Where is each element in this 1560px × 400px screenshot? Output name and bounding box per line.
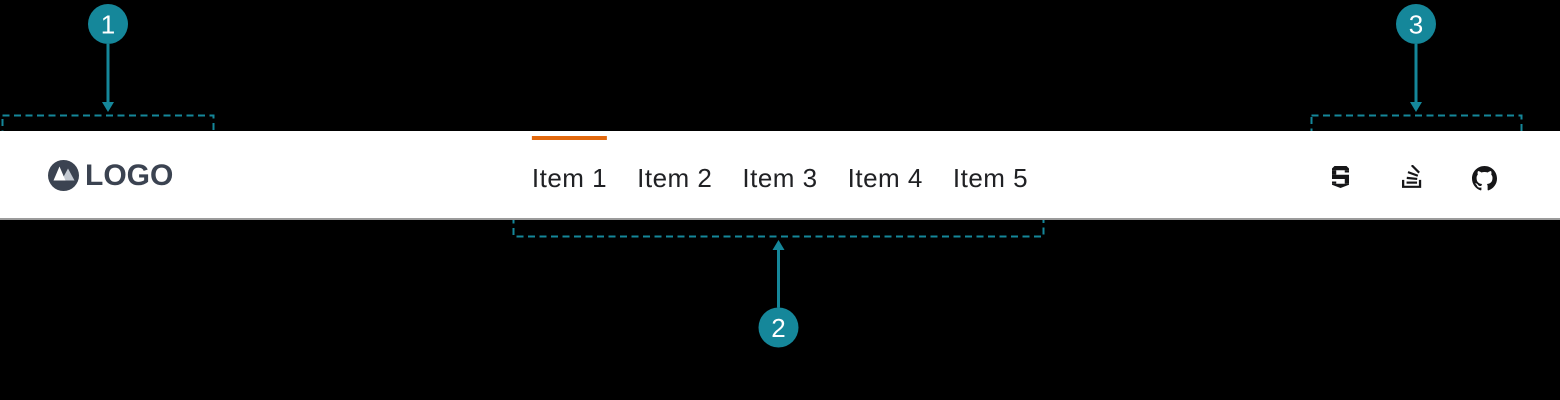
brand-text: LOGO — [85, 159, 174, 192]
stackoverflow-icon[interactable] — [1399, 133, 1425, 220]
annotation-badge-3 — [1396, 4, 1436, 44]
github-icon[interactable] — [1471, 133, 1497, 220]
nav-item-label: Item 3 — [742, 162, 818, 193]
logo-mountain-icon — [48, 160, 79, 191]
icon-group — [1327, 133, 1497, 220]
nav-item-3[interactable]: Item 3 — [727, 131, 832, 218]
annotation-number-3: 3 — [1409, 10, 1423, 40]
annotation-callout-1: 1 — [88, 4, 128, 112]
brand-logo[interactable]: LOGO — [48, 132, 173, 219]
annotation-badge-1 — [88, 4, 128, 44]
nav-item-label: Item 5 — [952, 162, 1029, 193]
annotation-number-2: 2 — [771, 313, 785, 343]
navbar: LOGO Item 1 Item 2 Item 3 Item 4 Item 5 — [0, 131, 1560, 220]
annotation-number-1: 1 — [101, 10, 115, 40]
nav-item-1[interactable]: Item 1 — [517, 131, 622, 218]
annotation-callout-2: 2 — [758, 240, 799, 348]
nav-item-2[interactable]: Item 2 — [622, 131, 727, 218]
annotation-badge-2 — [758, 307, 799, 348]
nav-item-5[interactable]: Item 5 — [938, 131, 1043, 218]
nav-item-4[interactable]: Item 4 — [833, 131, 938, 218]
active-indicator — [531, 136, 608, 140]
nav-item-label: Item 2 — [637, 162, 713, 193]
stacks-logo-icon[interactable] — [1327, 133, 1353, 220]
nav-item-label: Item 1 — [531, 162, 608, 193]
nav-items: Item 1 Item 2 Item 3 Item 4 Item 5 — [517, 131, 1043, 218]
annotation-callout-3: 3 — [1396, 4, 1436, 112]
nav-item-label: Item 4 — [847, 162, 923, 193]
